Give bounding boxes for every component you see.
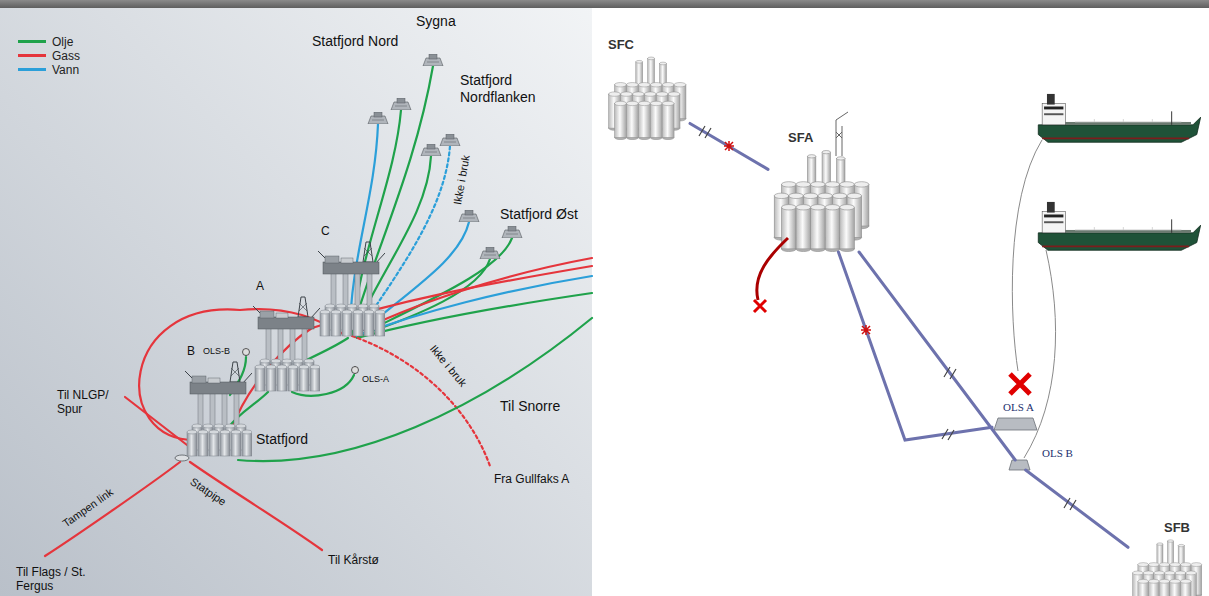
buoy-name: OLS B: [1042, 447, 1073, 460]
destination-note: Til Kårstø: [328, 553, 379, 567]
legend-entry: Gass: [18, 49, 80, 63]
disconnected-riser: [757, 238, 788, 300]
legend-line-sample: [18, 68, 46, 71]
field-name: Statfjord Øst: [500, 206, 578, 223]
loading-hose: [1012, 140, 1042, 371]
pipeline-connector: [859, 252, 1015, 460]
field-name: Sygna: [416, 13, 456, 30]
pipeline-connector: [690, 123, 768, 169]
legend-entry: Vann: [18, 63, 79, 77]
top-bar: [0, 0, 1209, 8]
shuttle-tankers: [1038, 94, 1200, 250]
legend-line-sample: [18, 54, 46, 57]
platform-sfc: SFC: [602, 55, 690, 140]
break-marks: [699, 126, 1076, 510]
destination-note: Fra Gullfaks A: [494, 472, 569, 486]
platform-name: SFA: [788, 131, 813, 146]
loading-plates: [994, 418, 1037, 470]
legend-line-sample: [18, 40, 46, 43]
loading-hose: [1024, 250, 1056, 458]
destination-note: Til Snorre: [500, 398, 560, 415]
buoy-name: OLS-B: [203, 346, 230, 357]
pipeline-name: Statpipe: [188, 475, 229, 509]
platform-sfa: SFA: [768, 148, 872, 252]
left-panel-ground: [0, 0, 592, 596]
shutdown-marks: [724, 141, 871, 335]
legend-text: Olje: [52, 35, 73, 49]
buoy-name: OLS-A: [362, 374, 389, 385]
legend-text: Gass: [52, 49, 80, 63]
loading-system: OLS A: [992, 418, 1037, 430]
field-name: Statfjord: [256, 431, 308, 448]
field-pipelines: [45, 66, 592, 556]
destination-note: Til Flags / St. Fergus: [16, 565, 90, 594]
platform-sfb: SFB: [1128, 538, 1204, 596]
status-note: Ikke i bruk: [451, 154, 473, 206]
pipeline-connector: [838, 252, 992, 440]
platform-name: SFC: [608, 38, 634, 53]
platform-name: SFB: [1164, 521, 1190, 536]
loading-system: OLS B: [1008, 460, 1030, 470]
legend-entry: Olje: [18, 35, 73, 49]
buoy-name: OLS A: [1003, 401, 1034, 414]
pipeline-connector: [1026, 470, 1128, 547]
legend-text: Vann: [52, 63, 79, 77]
out-of-service-mark: [1010, 374, 1030, 394]
platform-letter: A: [256, 279, 264, 293]
closed-mark: [754, 300, 766, 312]
platforms: [185, 242, 385, 456]
gravity-base-platforms: [609, 57, 1202, 596]
platform-letter: C: [321, 224, 330, 238]
destination-note: Til NLGP/ Spur: [57, 388, 119, 417]
status-note: Ikke i bruk: [427, 343, 469, 390]
platform-letter: B: [187, 344, 195, 358]
field-name: Statfjord Nord: [312, 33, 398, 50]
pipeline-name: Tampen link: [60, 486, 116, 530]
field-name: Statfjord Nordflanken: [460, 72, 560, 106]
